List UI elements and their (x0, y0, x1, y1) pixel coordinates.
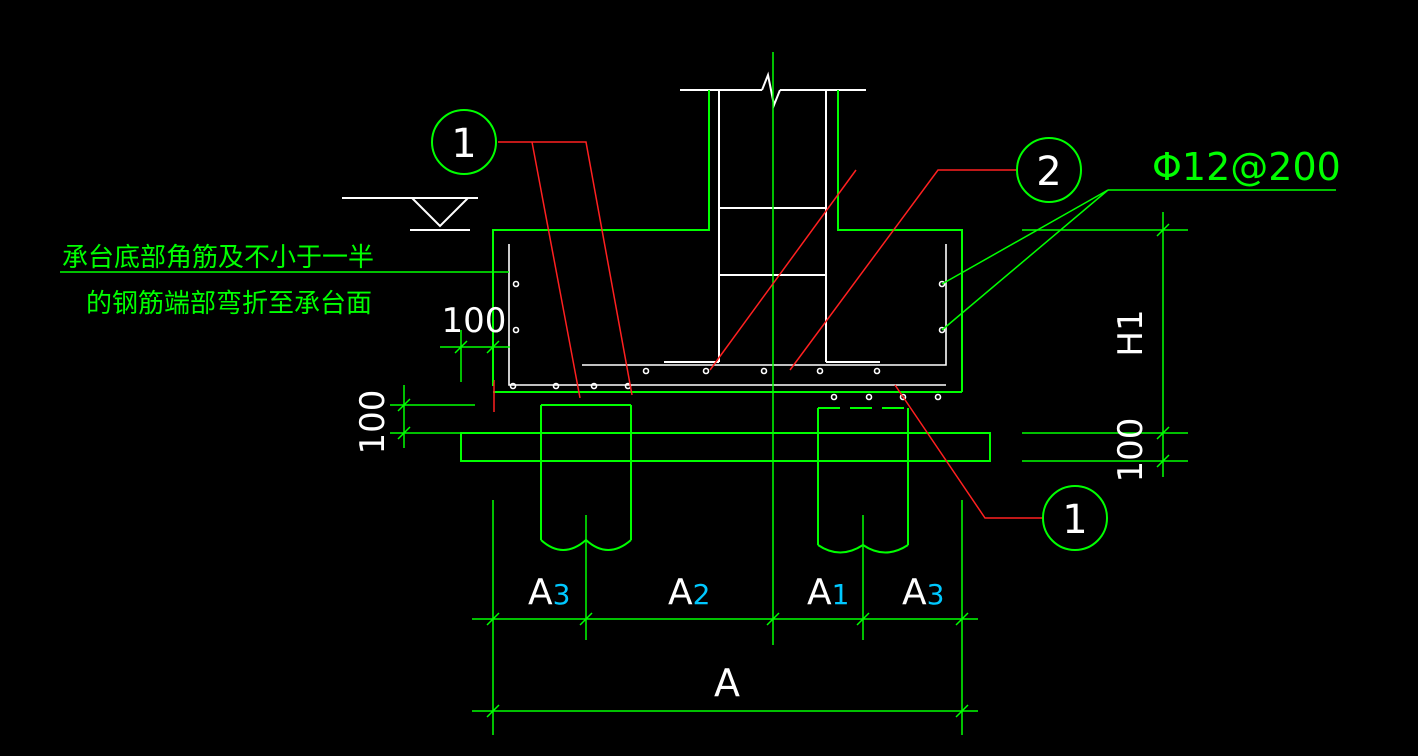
dim-segment-a1: A1 (807, 572, 849, 613)
rebar-leader-1 (941, 189, 1109, 285)
dim-segment-a2: A2 (668, 572, 710, 613)
ground-level-symbol (342, 197, 478, 231)
rebar-label: Φ12@200 (1152, 145, 1341, 189)
dim-right (1022, 212, 1188, 477)
callout-circle-1-top (431, 109, 497, 175)
blinding-layer (460, 432, 991, 462)
cap-rebar (508, 244, 947, 401)
callout-label-2: 2 (1036, 149, 1061, 195)
column (664, 71, 880, 363)
callout-circle-1-bottom (1042, 485, 1108, 551)
callout-label-1-top: 1 (451, 121, 476, 167)
dim-left-cover (390, 385, 475, 448)
leader-lines (493, 141, 1043, 519)
callout-circle-2 (1016, 137, 1082, 203)
dim-segment-a3-right: A3 (902, 572, 944, 613)
dim-side-cover-label: 100 (442, 301, 507, 341)
dim-bottom-chain (472, 500, 978, 735)
dim-right-cover-label: 100 (1111, 418, 1151, 483)
note-line-1: 承台底部角筋及不小于一半 (62, 243, 374, 273)
rebar-leader-2 (941, 189, 1109, 331)
dim-overall-label: A (714, 661, 740, 705)
dim-height-label: H1 (1111, 309, 1151, 356)
dim-side-cover (440, 330, 510, 382)
dim-left-cover-label: 100 (353, 390, 393, 455)
pile-cap (492, 90, 963, 393)
dim-segment-a3-left: A3 (528, 572, 570, 613)
note-line-2: 的钢筋端部弯折至承台面 (86, 289, 372, 319)
callout-label-1-bottom: 1 (1062, 497, 1087, 543)
